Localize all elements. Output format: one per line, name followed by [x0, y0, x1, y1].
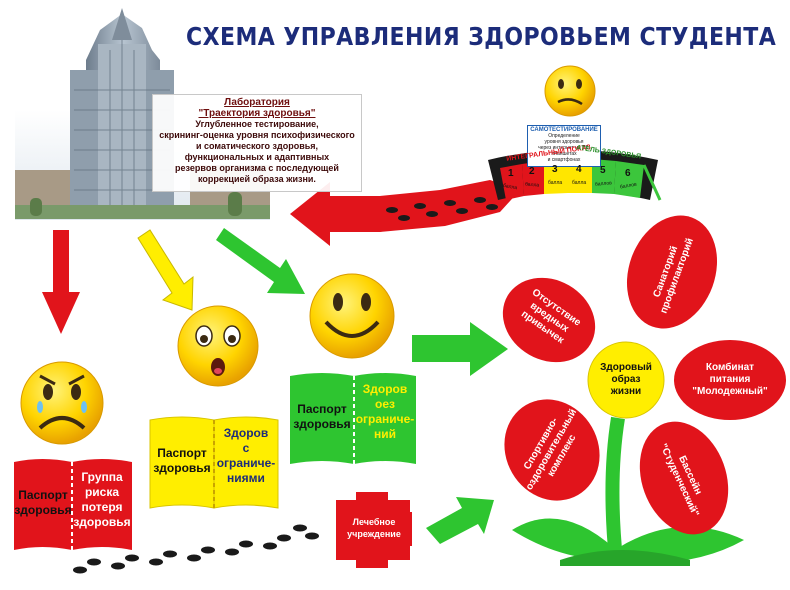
flower-stem — [512, 416, 744, 566]
sad-face-icon — [20, 361, 104, 445]
lab-line: Углубленное тестирование, — [195, 119, 319, 129]
scale-cell-1 — [500, 164, 524, 200]
scale-cell-4 — [568, 159, 592, 193]
scale-cell-3 — [544, 159, 568, 194]
confused-face-icon — [544, 65, 596, 117]
book-line: риска — [84, 485, 120, 499]
lab-description-box: Лаборатория "Траектория здоровья" Углубл… — [152, 94, 362, 192]
book-line: здоровья — [14, 503, 72, 517]
red-book-right-text: Группа риска потеря здоровья — [72, 470, 132, 530]
yellow-book-right-text: Здоров с ограниче- ниями — [214, 426, 278, 486]
book-line: здоровья — [73, 515, 131, 529]
book-line: Паспорт — [157, 446, 207, 460]
medical-cross-icon — [336, 492, 412, 568]
center-line: Здоровый — [600, 362, 652, 373]
center-line: жизни — [610, 386, 642, 397]
selftest-heading: САМОТЕСТИРОВАНИЕ — [530, 127, 598, 133]
scale-number-6: 6 — [625, 168, 631, 179]
petal-pool — [639, 421, 729, 535]
book-line: потеря — [81, 500, 123, 514]
book-line: с — [242, 441, 250, 455]
scale-cell-5 — [592, 159, 616, 194]
selftest-box: САМОТЕСТИРОВАНИЕ Определение уровня здор… — [527, 125, 601, 167]
scale-number-3: 3 — [552, 164, 558, 175]
red-book-left-text: Паспорт здоровья — [14, 488, 72, 518]
flower-center — [587, 341, 665, 419]
center-line: образ — [611, 374, 641, 385]
petal-habits — [502, 277, 596, 363]
red-return-arrow — [290, 180, 520, 246]
book-line: Здоров — [362, 382, 408, 396]
book-line: Здоров — [223, 426, 269, 440]
footprints-on-arrow — [386, 197, 498, 221]
lab-line: функциональных и адаптивных — [184, 152, 330, 162]
book-line: ний — [373, 427, 396, 441]
scale-cell-6 — [614, 161, 644, 198]
yellow-book-left-text: Паспорт здоровья — [150, 446, 214, 476]
scale-number-4: 4 — [576, 164, 582, 175]
scale-word-4: балла — [572, 180, 587, 186]
green-arrow — [216, 228, 305, 294]
selftest-line: через интернет на ПК, — [538, 145, 590, 151]
scale-word-2: балла — [524, 181, 540, 189]
flower-center-text: Здоровый образ жизни — [590, 362, 662, 398]
footprints-bottom — [73, 524, 319, 574]
petal-food-text: Комбинат питания "Молодежный" — [682, 362, 778, 398]
page-title: СХЕМА УПРАВЛЕНИЯ ЗДОРОВЬЕМ СТУДЕНТА — [186, 22, 777, 51]
green-book-right-text: Здоров оез ограниче- ний — [354, 382, 416, 442]
happy-face-icon — [309, 273, 395, 359]
worried-face-icon — [177, 305, 259, 387]
red-down-arrow — [42, 230, 80, 334]
selftest-line: уровня здоровья — [544, 139, 584, 145]
lab-line: коррекцией образа жизни. — [198, 174, 316, 184]
selftest-line: планшетах — [551, 151, 577, 157]
scale-number-5: 5 — [600, 165, 606, 176]
scale-number-2: 2 — [529, 166, 535, 177]
book-line: Паспорт — [18, 488, 68, 502]
book-line: Паспорт — [297, 402, 347, 416]
lab-subheading: "Траектория здоровья" — [198, 108, 316, 119]
petal-sport — [504, 399, 600, 501]
scale-number-1: 1 — [508, 168, 514, 179]
book-line: здоровья — [153, 461, 211, 475]
petal-line: "Молодежный" — [692, 386, 768, 397]
medical-line: Лечебное — [352, 517, 396, 527]
petal-line: питания — [709, 374, 751, 385]
scale-word-3: балла — [548, 180, 563, 186]
lab-line: резервов организма с последующей — [175, 163, 339, 173]
book-line: Группа — [81, 470, 123, 484]
petal-sanatorium — [626, 215, 718, 329]
selftest-line: и смартфонах — [547, 157, 581, 163]
lab-line: скрининг-оценка уровня психофизического — [159, 130, 355, 140]
petal-line: Комбинат — [705, 362, 755, 373]
medical-label: Лечебное учреждение — [336, 516, 412, 540]
lab-heading: Лаборатория — [224, 97, 290, 108]
petal-food — [674, 340, 786, 420]
medical-line: учреждение — [347, 529, 401, 539]
scale-cell-2 — [522, 161, 544, 196]
book-line: оез — [375, 397, 395, 411]
yellow-passport-book — [149, 416, 279, 510]
green-arrow-to-flower-1 — [412, 322, 508, 376]
green-book-left-text: Паспорт здоровья — [290, 402, 354, 432]
yellow-arrow — [137, 229, 194, 311]
selftest-line: Определение — [548, 133, 580, 139]
book-line: ограниче- — [216, 456, 276, 470]
green-arrow-to-flower-2 — [426, 497, 494, 544]
book-line: здоровья — [293, 417, 351, 431]
lab-line: и соматического здоровья, — [195, 141, 319, 151]
red-passport-book — [14, 459, 132, 552]
green-passport-book — [290, 373, 416, 466]
book-line: ниями — [227, 471, 265, 485]
book-line: ограниче- — [355, 412, 415, 426]
